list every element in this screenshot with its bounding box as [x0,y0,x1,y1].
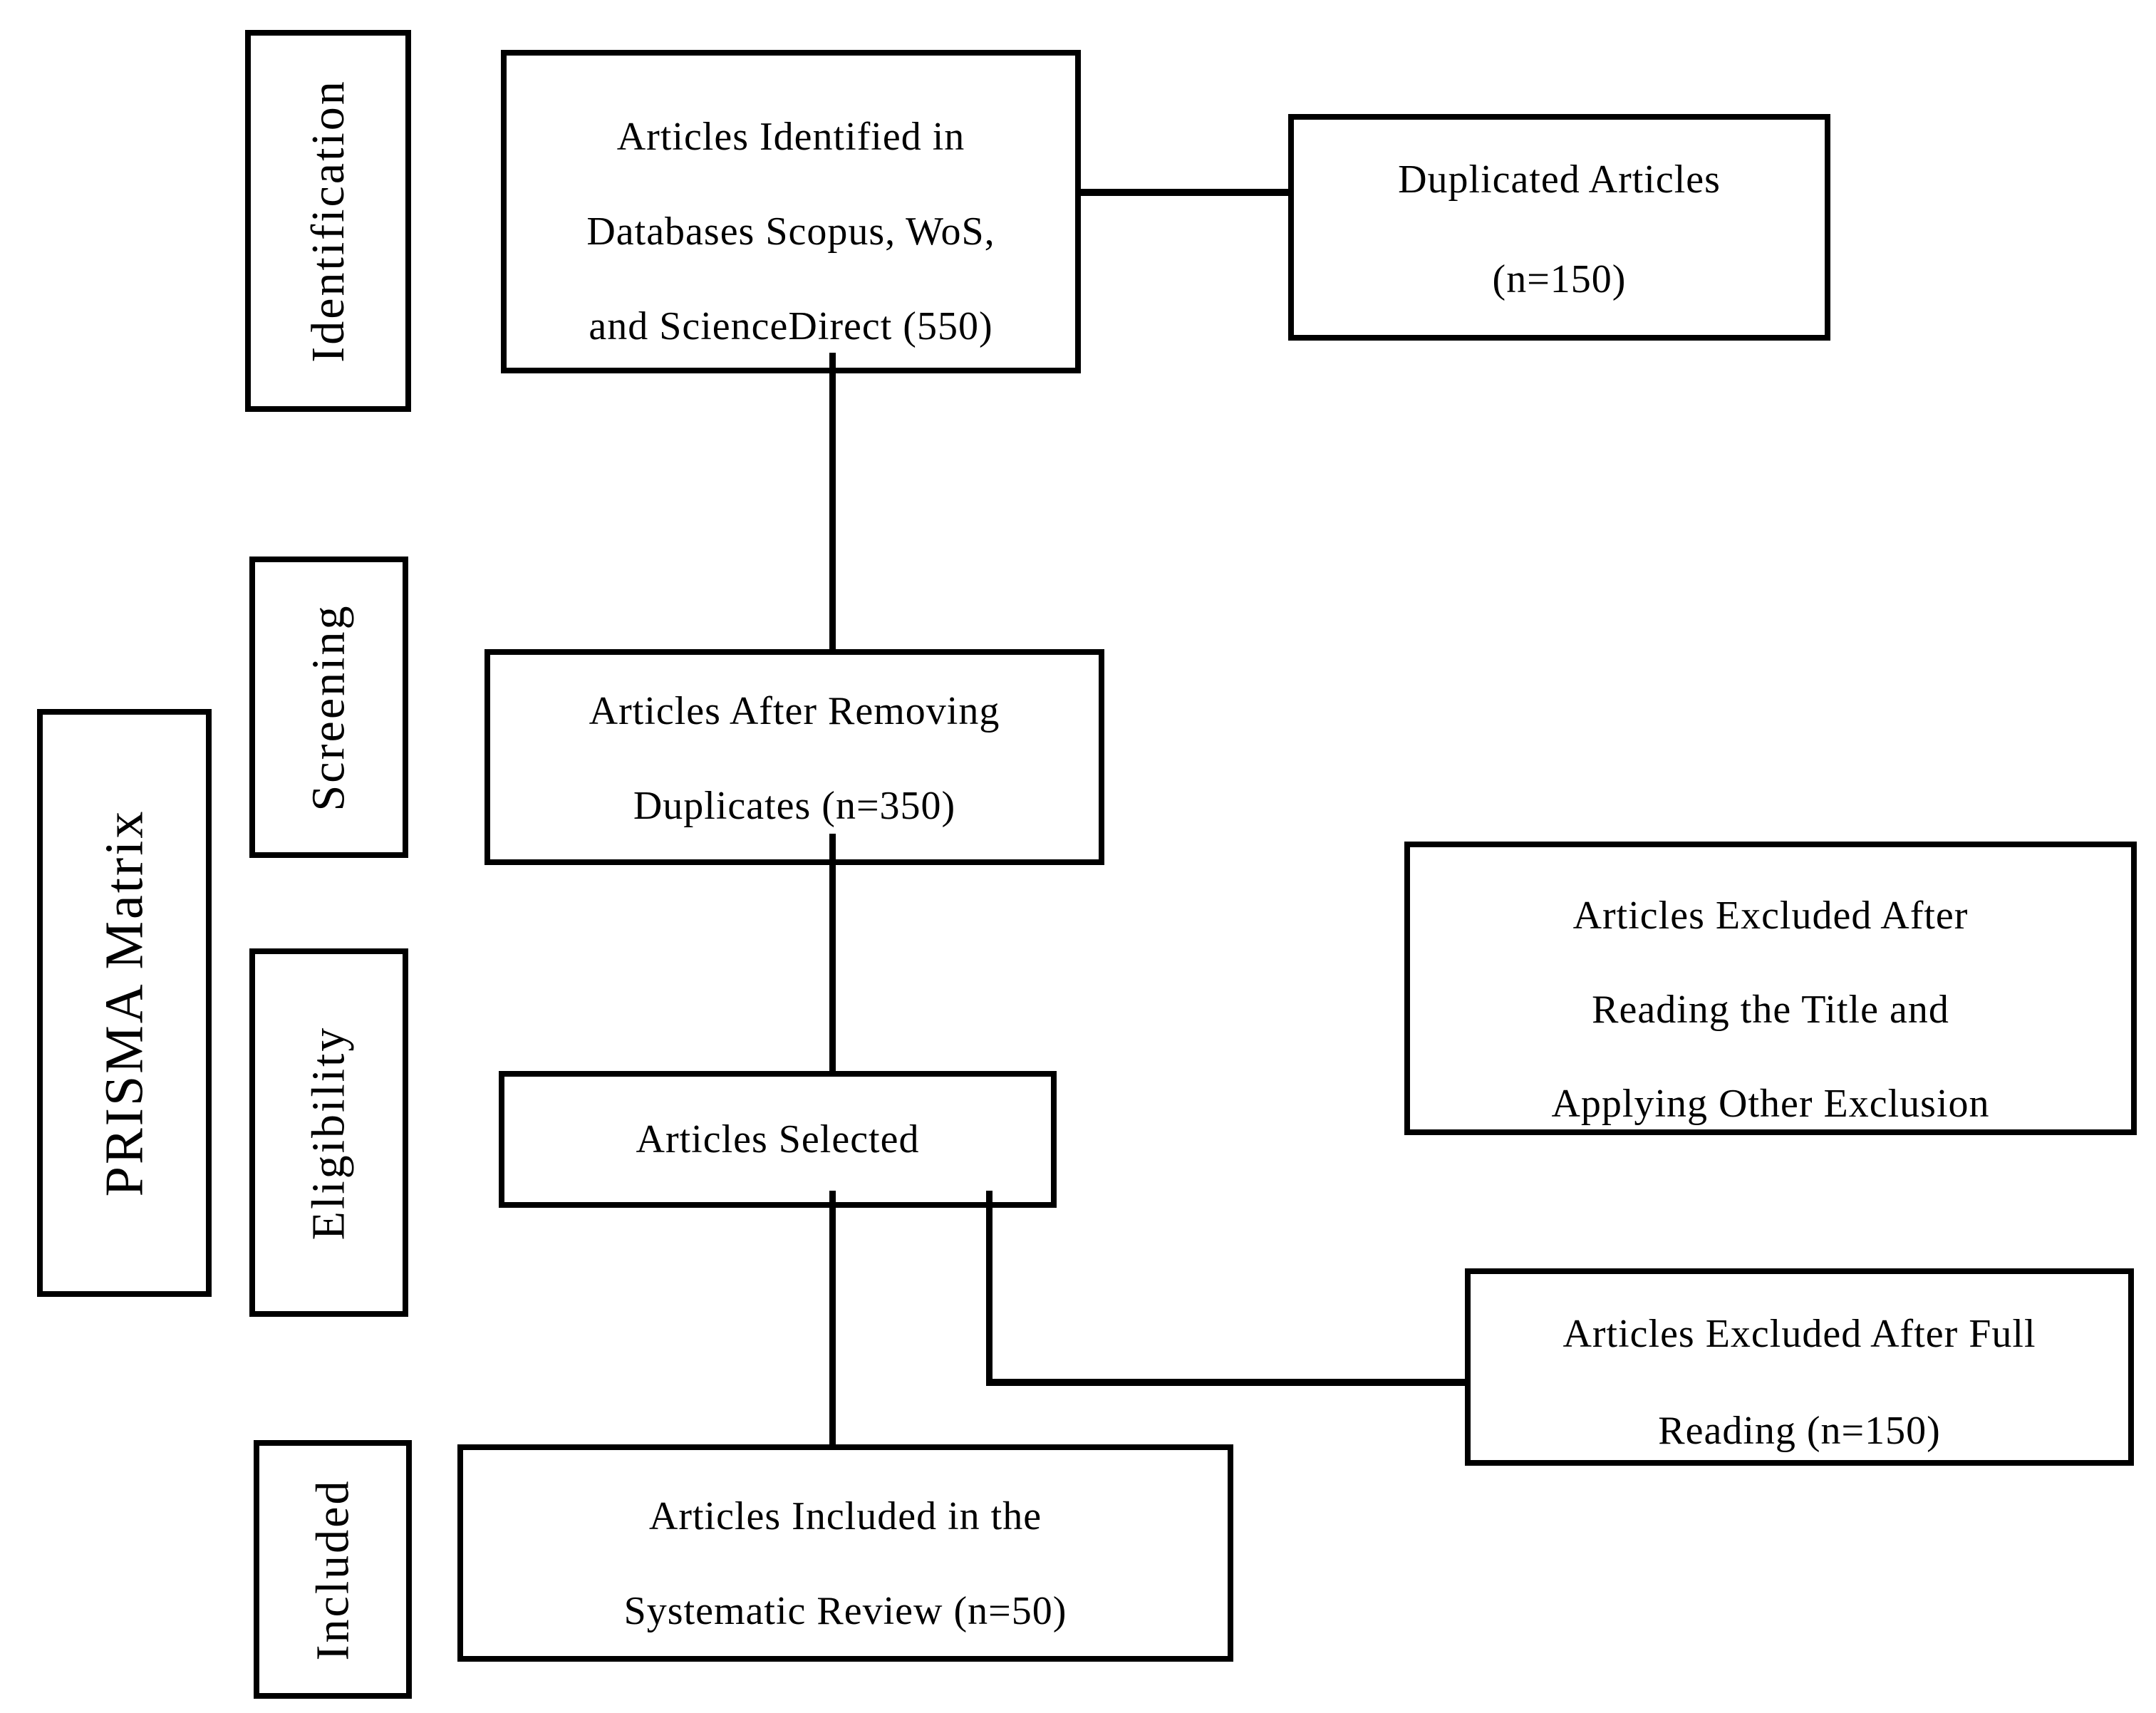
box-excluded-title-line3: Applying Other Exclusion [1551,1082,1990,1126]
box-articles-identified-line2: Databases Scopus, WoS, [586,209,995,254]
box-included-line2: Systematic Review (n=50) [623,1589,1067,1633]
box-excluded-title-line2: Reading the Title and [1592,988,1949,1032]
box-articles-identified-line3: and ScienceDirect (550) [589,304,993,348]
box-duplicated-articles: Duplicated Articles (n=150) [1288,114,1830,341]
connector-identified-to-duplicated [1075,189,1288,196]
connector-selected-to-excluded-full [986,1379,1471,1386]
connector-identified-to-removing [829,353,836,649]
box-excluded-full-line1: Articles Excluded After Full [1562,1312,2036,1356]
stage-label-screening: Screening [302,604,355,811]
box-duplicated-articles-line2: (n=150) [1492,257,1627,301]
stage-label-eligibility-box: Eligibility [249,948,408,1317]
connector-selected-to-included [829,1191,836,1444]
box-duplicated-articles-line1: Duplicated Articles [1398,157,1721,202]
stage-label-identification-box: Identification [245,30,411,412]
prisma-matrix-label-box: PRISMA Matrix [37,709,212,1297]
stage-label-identification: Identification [301,79,354,363]
stage-label-included-box: Included [254,1440,412,1699]
connector-selected-elbow-vertical [986,1191,993,1385]
prisma-matrix-label: PRISMA Matrix [94,809,154,1197]
box-articles-selected-line1: Articles Selected [636,1117,920,1161]
stage-label-eligibility: Eligibility [302,1025,355,1240]
box-included-line1: Articles Included in the [648,1494,1042,1538]
box-articles-included-systematic-review: Articles Included in the Systematic Revi… [457,1444,1233,1662]
box-excluded-full-line2: Reading (n=150) [1658,1409,1941,1453]
box-after-removing-line2: Duplicates (n=350) [633,784,956,828]
stage-label-included: Included [306,1479,358,1660]
box-excluded-after-title-reading: Articles Excluded After Reading the Titl… [1404,842,2137,1135]
connector-removing-to-selected [829,834,836,1071]
box-excluded-title-line1: Articles Excluded After [1572,894,1969,938]
box-after-removing-line1: Articles After Removing [589,689,1000,733]
box-articles-selected: Articles Selected [499,1071,1057,1208]
box-articles-identified-line1: Articles Identified in [616,115,965,159]
stage-label-screening-box: Screening [249,557,408,858]
box-articles-identified: Articles Identified in Databases Scopus,… [501,50,1081,373]
box-articles-after-removing-duplicates: Articles After Removing Duplicates (n=35… [484,649,1104,865]
box-excluded-after-full-reading: Articles Excluded After Full Reading (n=… [1465,1268,2134,1466]
